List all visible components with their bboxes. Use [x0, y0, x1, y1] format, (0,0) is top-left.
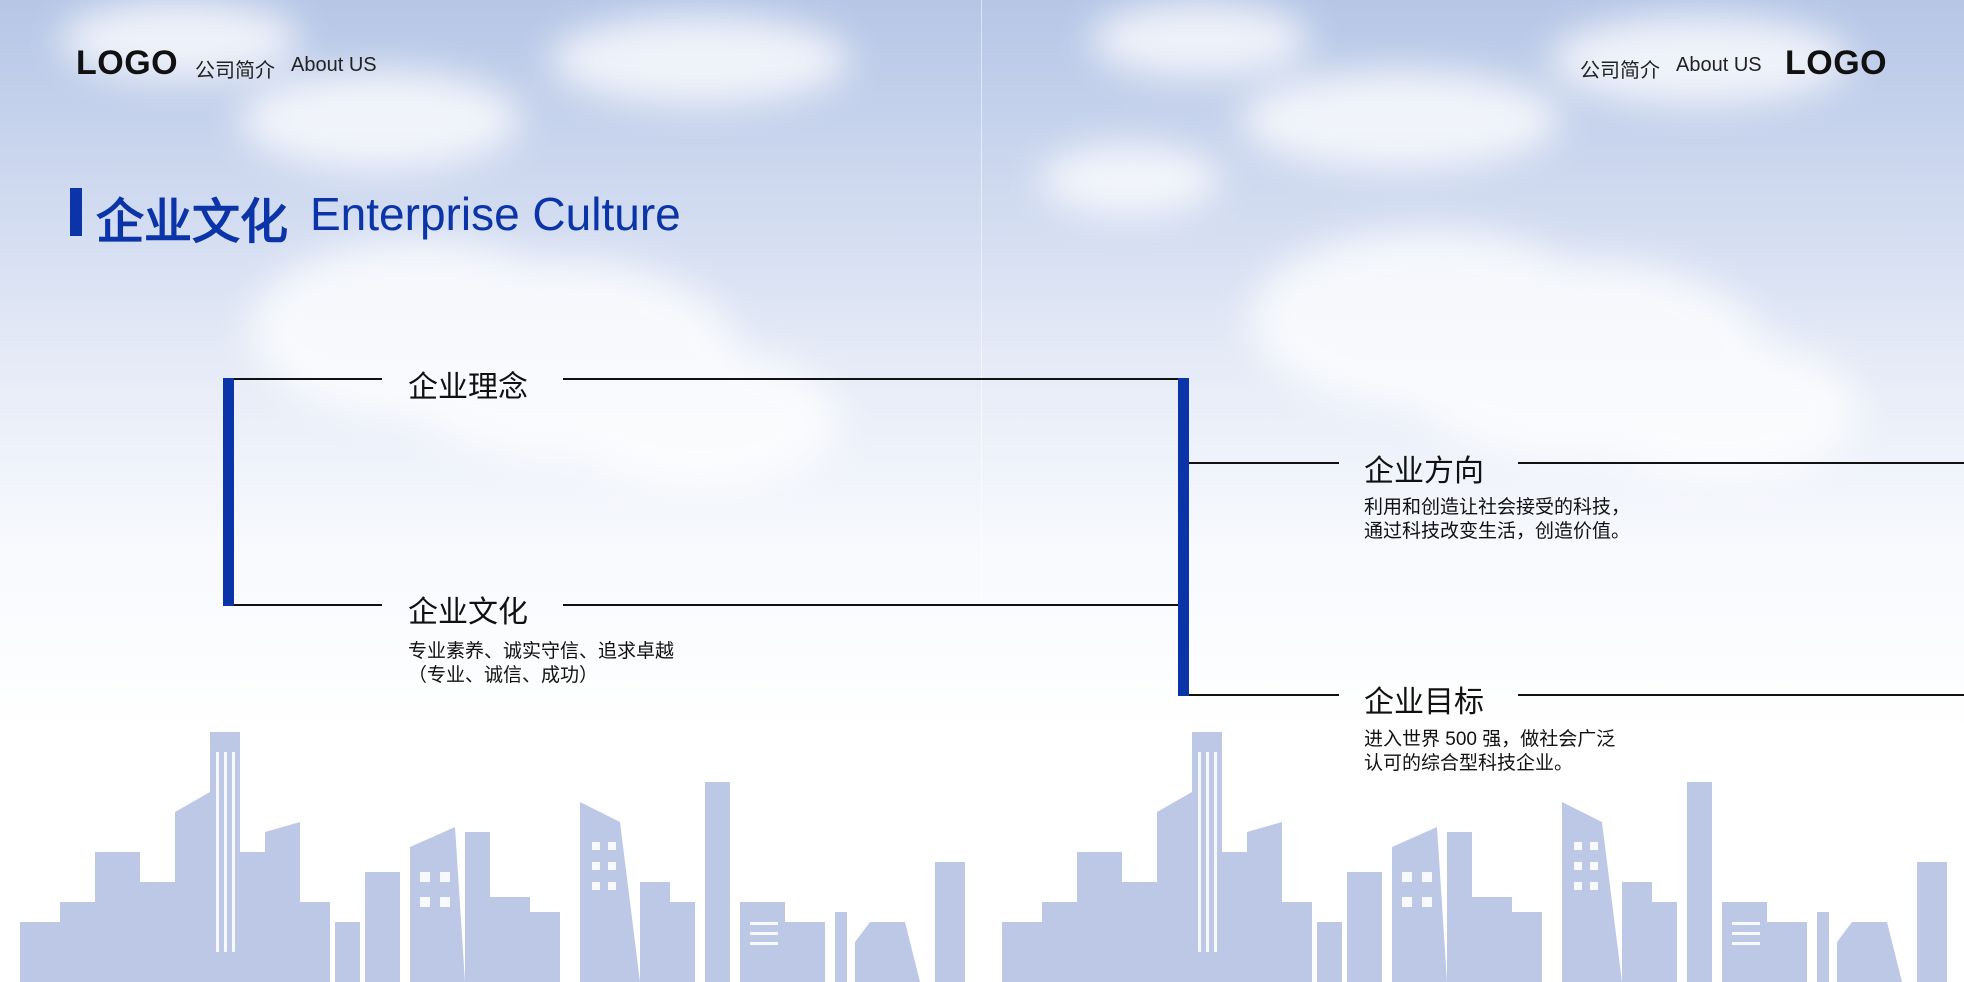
connector-line: [234, 378, 382, 380]
connector-line: [563, 604, 1178, 606]
connector-line: [1518, 694, 1964, 696]
left-bracket-bar: [223, 378, 234, 606]
node-philosophy-title: 企业理念: [408, 371, 528, 404]
node-culture-desc-line1: 专业素养、诚实守信、追求卓越: [408, 641, 675, 662]
node-direction-title: 企业方向: [1364, 455, 1484, 488]
right-bracket-bar: [1178, 378, 1189, 696]
node-culture-title: 企业文化: [408, 596, 528, 629]
title-accent-bar: [70, 188, 82, 236]
logo-left: LOGO: [76, 44, 179, 82]
logo-right: LOGO: [1785, 44, 1888, 82]
page-divider: [981, 0, 982, 600]
node-culture-desc-line2: （专业、诚信、成功）: [408, 665, 599, 686]
connector-line: [1189, 462, 1339, 464]
nav-about-en-right[interactable]: About US: [1676, 54, 1762, 76]
node-goal-desc-line1: 进入世界 500 强，做社会广泛: [1364, 729, 1616, 750]
node-goal-title: 企业目标: [1364, 686, 1484, 719]
connector-line: [563, 378, 1178, 380]
node-goal-desc-line2: 认可的综合型科技企业。: [1364, 753, 1574, 774]
nav-about-en-left[interactable]: About US: [291, 54, 377, 76]
node-direction-desc-line1: 利用和创造让社会接受的科技，: [1364, 497, 1631, 518]
connector-line: [234, 604, 382, 606]
section-title-cn: 企业文化: [96, 196, 289, 249]
connector-line: [1189, 694, 1339, 696]
nav-about-cn-right[interactable]: 公司简介: [1580, 60, 1660, 82]
node-direction-desc-line2: 通过科技改变生活，创造价值。: [1364, 521, 1631, 542]
city-skyline-illustration: [20, 732, 1947, 982]
connector-line: [1518, 462, 1964, 464]
nav-about-cn-left[interactable]: 公司简介: [195, 60, 275, 82]
section-title-en: Enterprise Culture: [310, 188, 681, 240]
